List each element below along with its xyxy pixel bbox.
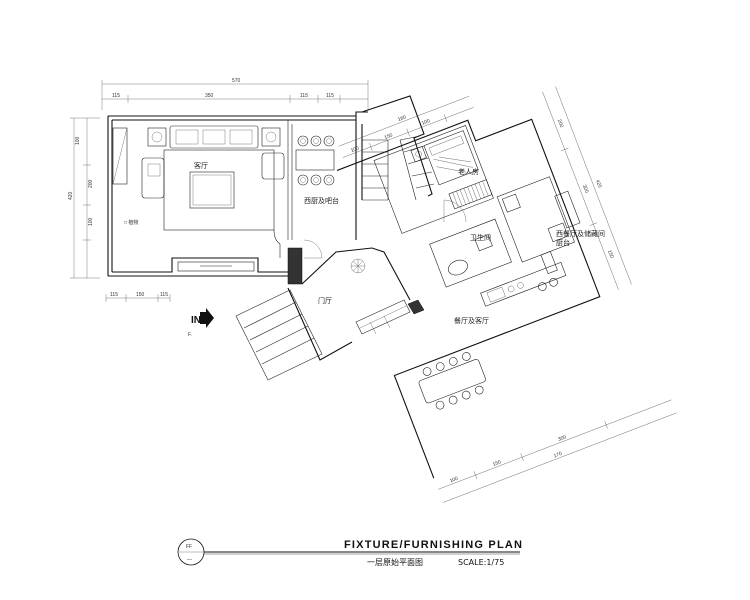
svg-text:F.: F.: [188, 332, 192, 338]
diag-dim-top-overall: 160: [397, 114, 407, 123]
dim-left-3: 100: [88, 217, 94, 226]
diag-dim-top-3: 100: [421, 118, 431, 127]
bar-counter: [295, 149, 335, 171]
column-1: [287, 247, 303, 285]
rug: [163, 149, 275, 231]
bedroom: [373, 125, 494, 234]
dim-top-1: 115: [112, 93, 120, 99]
washbasin: [447, 259, 468, 276]
diag-dim-right-2: 300: [581, 184, 590, 194]
diag-dim-right-3: 150: [606, 249, 615, 259]
armchair-right: [261, 152, 285, 180]
drawing-title: FIXTURE/FURNISHING PLAN: [344, 539, 523, 551]
room-label-bedroom: 老人房: [458, 167, 479, 176]
dim-left-2: 200: [88, 179, 94, 188]
diag-dim-top-1: 100: [350, 145, 360, 154]
bathroom: [429, 218, 512, 288]
kitchen-storage: [496, 176, 575, 263]
sofa-main: [169, 125, 259, 149]
dim-left-overall: 420: [68, 191, 74, 200]
dining-table: [418, 359, 486, 404]
kitchen-counter: [480, 261, 567, 307]
entrance-label: IN: [191, 315, 201, 326]
top-dimension-chain: 570 115 350 115 115: [101, 78, 369, 110]
room-label-kitchen: 西餐厅及储藏间 厨台: [556, 229, 607, 247]
dim-top-3: 115: [300, 93, 308, 99]
right-wing: 100 150 100 160 200 300 150 420 100 150 …: [336, 86, 677, 503]
room-label-bath: 卫生间: [470, 233, 491, 242]
diag-dim-right-overall: 420: [594, 179, 603, 189]
toilet: [474, 234, 493, 252]
dim-top-overall: 570: [232, 78, 241, 84]
bed: [423, 130, 479, 186]
diag-dim-bottom-2: 150: [492, 459, 502, 468]
dim-bottom-3: 115: [160, 292, 168, 298]
balcony-pillar: [554, 190, 581, 229]
bar-area: [287, 116, 357, 285]
side-cabinet: [112, 127, 128, 185]
room-label-dining: 餐厅及客厅: [454, 316, 489, 325]
room-label-foyer: 门厅: [318, 296, 332, 305]
side-table-left: [147, 127, 167, 147]
room-label-living: 客厅: [194, 161, 208, 170]
coffee-table: [189, 171, 235, 209]
diag-dim-right-1: 200: [556, 119, 565, 129]
diag-dim-bottom-3: 300: [557, 434, 567, 443]
dim-bottom-2: 150: [136, 292, 145, 298]
plant-note: □ 植物: [124, 219, 138, 226]
dim-top-2: 350: [205, 93, 214, 99]
diag-dim-right: 200 300 150 420: [542, 86, 632, 290]
drawing-subtitle: 一层原始平面图: [367, 557, 423, 567]
foyer-block: [235, 247, 425, 381]
diag-dim-bottom-overall: 170: [553, 451, 563, 460]
diag-dim-top-2: 150: [384, 132, 394, 141]
appliance: [547, 222, 569, 243]
stair-block: [356, 95, 467, 223]
column-2: [407, 299, 425, 315]
diag-dim-bottom-1: 100: [449, 476, 459, 485]
side-table-right: [261, 127, 281, 147]
badge-top: FF: [186, 544, 192, 550]
entrance-marker: IN F.: [188, 308, 214, 338]
diag-dim-top: 100 150 100 160: [338, 95, 474, 158]
plant-icon: [350, 258, 366, 274]
badge-bottom: —: [187, 557, 192, 563]
title-block: FF — FIXTURE/FURNISHING PLAN 一层原始平面图 SCA…: [177, 538, 523, 567]
entrance-steps: [235, 289, 323, 381]
dim-bottom-1: 115: [110, 292, 118, 298]
left-dimension-chain: 100 200 100 420: [68, 117, 100, 279]
drawing-scale: SCALE:1/75: [458, 558, 504, 567]
room-label-bar: 西厨及吧台: [304, 196, 339, 205]
bottom-dimension-chain: 115 150 115: [105, 292, 171, 302]
diag-dim-bottom: 100 150 300 170: [438, 399, 677, 503]
tv-cabinet: [177, 261, 255, 272]
living-block: □ 植物: [107, 111, 368, 277]
dim-left-1: 100: [75, 136, 81, 145]
dim-top-4: 115: [326, 93, 334, 99]
